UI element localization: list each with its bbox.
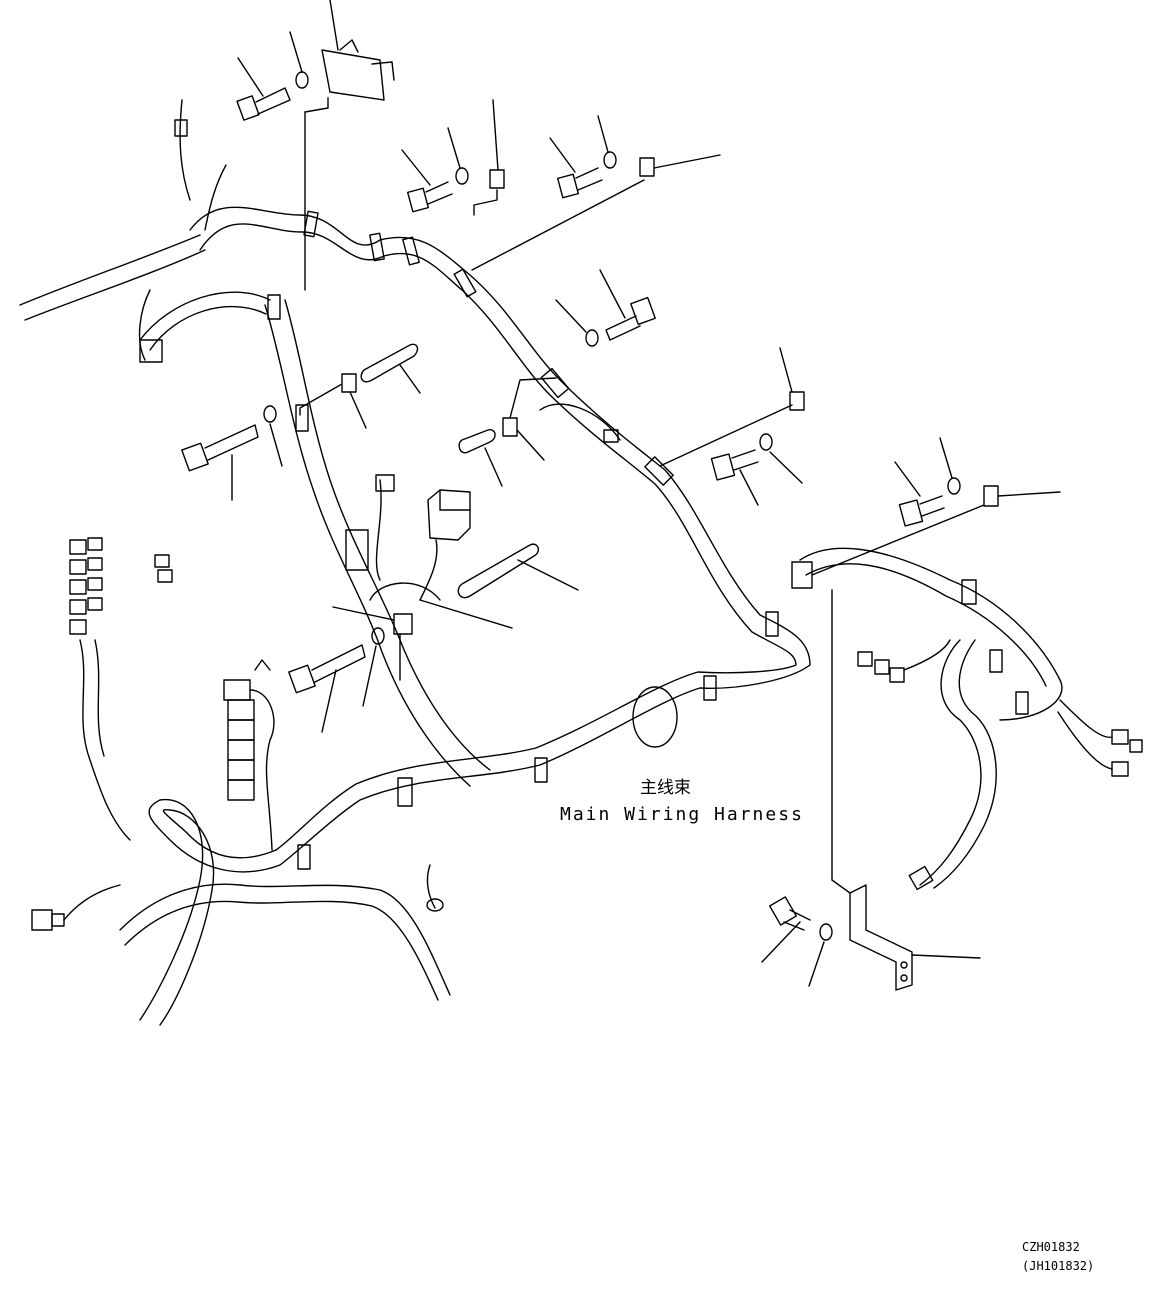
- drawing-code-secondary: (JH101832): [1022, 1259, 1095, 1273]
- bolt-lower-right: [761, 896, 811, 963]
- washer: [263, 405, 283, 467]
- washer: [447, 127, 469, 185]
- connector-cluster-left: [31, 537, 173, 931]
- harness-label-english: Main Wiring Harness: [560, 804, 804, 825]
- bolt-center-top: [401, 149, 453, 213]
- bolt-long-left: [181, 424, 259, 501]
- washer: [362, 627, 385, 707]
- mounting-bracket-lower: [831, 589, 981, 991]
- clip-bracket: [473, 99, 505, 216]
- bolt-top-left: [236, 57, 291, 121]
- bolt-long-center: [288, 644, 366, 733]
- washer: [759, 433, 803, 484]
- mounting-bracket-top: [304, 0, 395, 291]
- bolt-upper-mid: [599, 269, 656, 341]
- washer: [289, 31, 309, 89]
- clip-bracket: [811, 485, 1061, 576]
- washer: [555, 299, 599, 347]
- sleeve-short: [360, 343, 421, 394]
- washer: [597, 115, 617, 169]
- clip-bracket: [502, 377, 557, 461]
- washer: [939, 437, 961, 495]
- clip-bracket: [659, 347, 805, 467]
- sleeve-small: [458, 429, 503, 487]
- clip-bracket: [299, 373, 367, 429]
- drawing-code: CZH01832: [1022, 1240, 1080, 1254]
- clip-bracket: [471, 154, 721, 271]
- connector-cluster-right: [857, 639, 1143, 891]
- connector-stack: [223, 659, 275, 851]
- bolt-right: [894, 461, 945, 527]
- harness-label-chinese: 主线束: [640, 778, 691, 798]
- sleeve-long: [457, 543, 579, 599]
- harness-clamps: [267, 210, 1029, 870]
- connector-block: [427, 489, 471, 541]
- bolt-mid-right: [710, 449, 759, 506]
- main-harness-trunk: [19, 206, 1063, 1026]
- sensor-leads: [138, 99, 621, 912]
- clip-bracket: [332, 599, 513, 681]
- washer: [808, 923, 833, 987]
- bolt-center-right: [549, 137, 603, 199]
